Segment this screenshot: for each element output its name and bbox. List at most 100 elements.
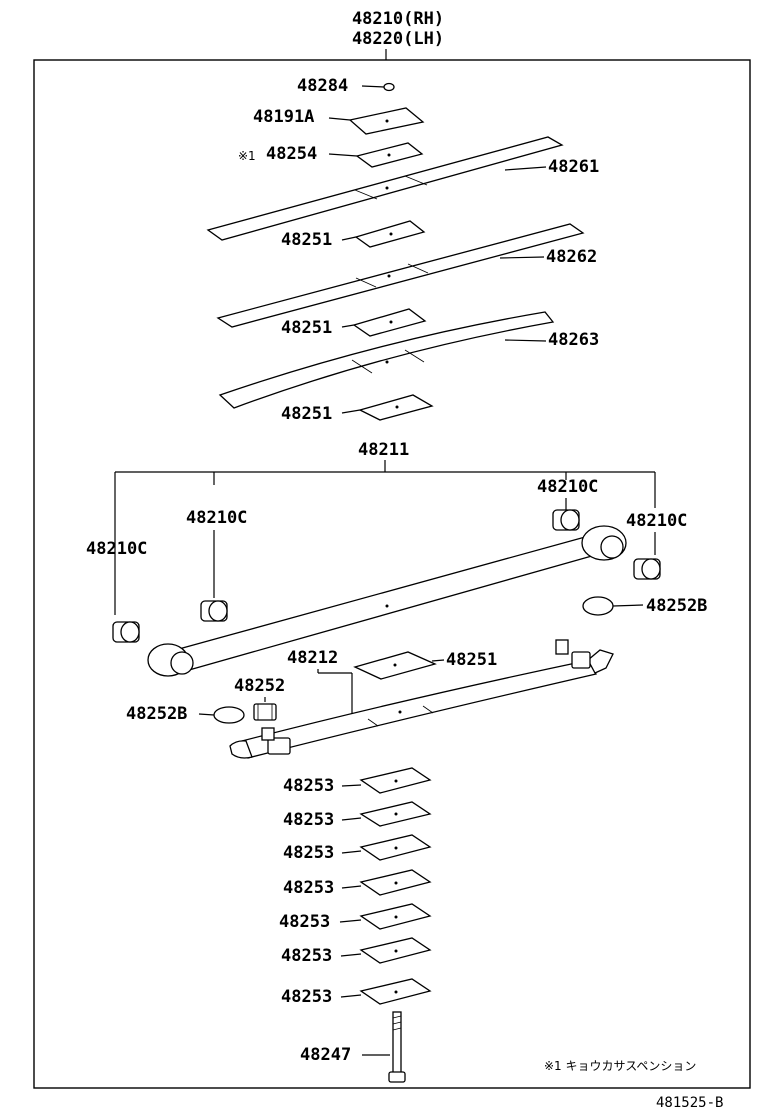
- pad-48252b-right: [582, 596, 614, 616]
- label-48210c-mid: 48210C: [186, 508, 247, 528]
- label-48284: 48284: [297, 76, 348, 96]
- leader-48253: [341, 885, 362, 889]
- center-bolt-48247: [388, 1011, 406, 1083]
- footnote: ※1 キョウカサスペンション: [544, 1059, 696, 1073]
- leaf-48262: [216, 223, 585, 328]
- leaf-48261: [206, 136, 564, 241]
- spacer-hole: [394, 881, 398, 885]
- lower-leaf-48212: [236, 659, 597, 759]
- leader-48254: [328, 153, 358, 157]
- leaf-divider: [422, 705, 434, 714]
- pad-48251-b: [352, 308, 427, 337]
- leader-48252b-left: [198, 713, 215, 716]
- leader-48262: [499, 256, 545, 259]
- label-48210c-left: 48210C: [86, 539, 147, 559]
- label-48251-a: 48251: [281, 230, 332, 250]
- bushing-left: [112, 621, 140, 643]
- label-48253-7: 48253: [281, 987, 332, 1007]
- clip-front: [555, 639, 591, 669]
- leader-48253: [341, 784, 362, 787]
- label-48251-b: 48251: [281, 318, 332, 338]
- spacer-hole: [394, 949, 398, 953]
- spacer-hole: [394, 779, 398, 783]
- label-48263: 48263: [548, 330, 599, 350]
- label-48252: 48252: [234, 676, 285, 696]
- diagram-frame: [33, 59, 751, 1089]
- leaf-hole: [385, 186, 389, 190]
- label-48251-c: 48251: [281, 404, 332, 424]
- spacer-hole: [394, 812, 398, 816]
- pad-hole: [387, 153, 391, 157]
- label-48247: 48247: [300, 1045, 351, 1065]
- label-48191a: 48191A: [253, 107, 314, 127]
- bushing-mid: [200, 600, 228, 622]
- label-48210c-right: 48210C: [626, 511, 687, 531]
- leaf-48263: [218, 311, 555, 409]
- label-48210c-upper-right: 48210C: [537, 477, 598, 497]
- leader-48191a: [328, 117, 351, 121]
- leader-48261: [504, 166, 547, 171]
- leaf-divider: [407, 263, 429, 274]
- leaf-divider: [351, 359, 373, 374]
- leader-48251-b: [341, 324, 355, 328]
- leaf-divider: [404, 175, 428, 186]
- leader-48284: [361, 85, 385, 88]
- spring-eye-front-hole: [600, 535, 624, 559]
- assembly-number-lh: 48220(LH): [352, 29, 444, 49]
- leaf-hole: [385, 360, 389, 364]
- lower-leaf-tip-rear: [229, 740, 253, 759]
- label-48212: 48212: [287, 648, 338, 668]
- assembly-number-rh: 48210(RH): [352, 9, 444, 29]
- label-48253-1: 48253: [283, 776, 334, 796]
- leaf-hole: [387, 274, 391, 278]
- leaf-hole: [385, 604, 389, 608]
- clip-48252: [253, 703, 277, 721]
- bushing-right: [633, 558, 661, 580]
- pad-hole: [393, 663, 397, 667]
- leaf-divider: [404, 349, 425, 363]
- label-48253-6: 48253: [281, 946, 332, 966]
- label-48252b-right: 48252B: [646, 596, 707, 616]
- bushing-upper-right: [552, 509, 580, 531]
- leaf-hole: [398, 710, 402, 714]
- leader-48251-d: [431, 659, 445, 662]
- leaf-divider: [367, 718, 379, 727]
- label-48251-d: 48251: [446, 650, 497, 670]
- clip-rear: [261, 727, 291, 755]
- pad-hole: [389, 320, 393, 324]
- main-leaf-48211: [166, 533, 607, 673]
- leader-48253: [339, 919, 362, 923]
- label-48211: 48211: [358, 440, 409, 460]
- label-48253-4: 48253: [283, 878, 334, 898]
- label-48262: 48262: [546, 247, 597, 267]
- pad-hole: [389, 232, 393, 236]
- leader-48252b-right: [612, 604, 644, 607]
- pad-hole: [385, 119, 389, 123]
- nut-48284: [383, 82, 395, 92]
- leader-48251-c: [341, 409, 361, 414]
- diagram-code: 481525-B: [656, 1095, 723, 1111]
- label-48253-2: 48253: [283, 810, 334, 830]
- note-mark: ※1: [238, 149, 256, 163]
- leader-48253: [340, 994, 362, 998]
- leader-48251-a: [341, 236, 357, 241]
- spring-eye-rear-hole: [170, 651, 194, 675]
- lower-leaf-tip-front: [587, 649, 614, 674]
- label-48261: 48261: [548, 157, 599, 177]
- spacer-hole: [394, 915, 398, 919]
- label-48253-5: 48253: [279, 912, 330, 932]
- label-48252b-left: 48252B: [126, 704, 187, 724]
- leader-48253: [341, 817, 362, 821]
- leaf-divider: [354, 189, 378, 200]
- label-48253-3: 48253: [283, 843, 334, 863]
- leader-48263: [504, 339, 547, 342]
- leader-48253: [341, 850, 362, 854]
- spacer-hole: [394, 846, 398, 850]
- pad-48252b-left: [213, 706, 245, 724]
- pad-hole: [395, 405, 399, 409]
- spacer-hole: [394, 990, 398, 994]
- leaf-divider: [355, 277, 377, 288]
- leader-48253: [340, 953, 362, 957]
- label-48254: 48254: [266, 144, 317, 164]
